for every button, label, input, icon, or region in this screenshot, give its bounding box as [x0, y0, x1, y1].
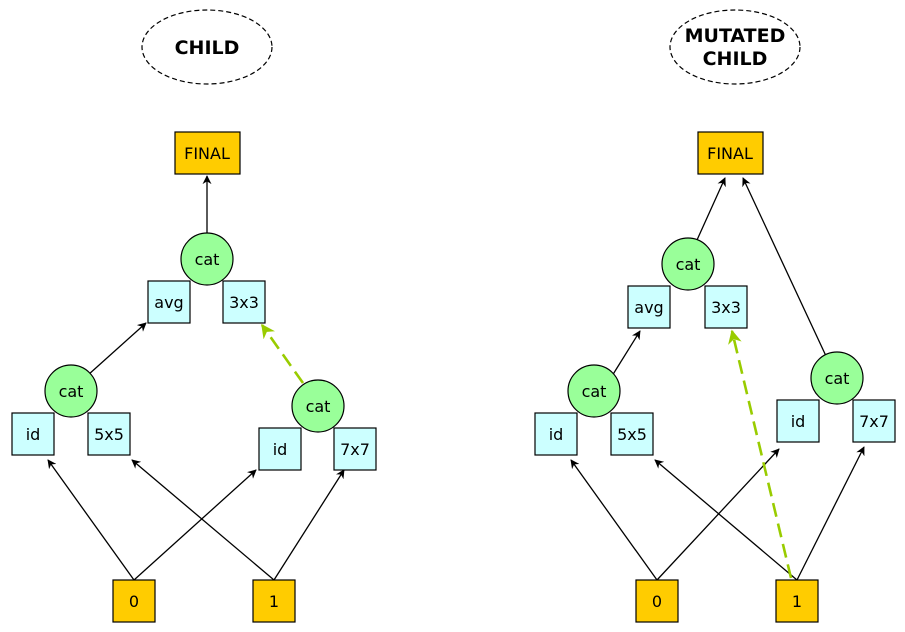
child-title: CHILD [175, 37, 240, 59]
cat-node-top [661, 237, 715, 291]
edge-input0-to-id [47, 459, 135, 581]
cat-node-left [567, 364, 621, 418]
op-5x5-label: 5x5 [617, 425, 647, 444]
op-avg [147, 280, 191, 324]
final-label: FINAL [184, 144, 230, 163]
op-id-right [776, 399, 820, 443]
op-id-right-label: id [791, 412, 806, 431]
cat-node-top-label: cat [676, 255, 701, 274]
input-node-0 [112, 579, 156, 623]
input-node-1 [252, 579, 296, 623]
edge-input1-to-5x5 [654, 459, 798, 581]
op-id [11, 412, 55, 456]
child-graph: CHILD FINAL avg 3x3 cat id 5x5 cat id 7x… [11, 9, 377, 623]
op-id-right-label: id [273, 440, 288, 459]
input-node-0-label: 0 [652, 592, 662, 611]
cat-node-right [291, 379, 345, 433]
edge-cat-to-avg [87, 322, 147, 376]
op-7x7-label: 7x7 [859, 412, 889, 431]
cat-node-left-label: cat [582, 382, 607, 401]
input-node-1-label: 1 [792, 592, 802, 611]
input-node-0 [635, 579, 679, 623]
mutated-title-line2: CHILD [703, 48, 768, 70]
op-3x3 [222, 280, 266, 324]
cat-node-left [44, 364, 98, 418]
input-node-1-label: 1 [269, 592, 279, 611]
op-7x7-label: 7x7 [340, 440, 370, 459]
op-3x3-label: 3x3 [229, 293, 259, 312]
edge-cat-to-avg [611, 330, 641, 377]
mutated-title-ellipse [669, 9, 801, 85]
op-avg [627, 285, 671, 329]
final-label: FINAL [707, 144, 753, 163]
op-5x5 [87, 412, 131, 456]
mutated-title-line1: MUTATED [685, 25, 786, 47]
op-5x5-label: 5x5 [94, 425, 124, 444]
mutated-child-graph: MUTATED CHILD FINAL avg 3x3 cat id 5x5 c… [534, 9, 896, 623]
edge-input1-to-7x7 [796, 446, 865, 581]
edge-cat-right-to-final [742, 177, 827, 357]
op-id-label: id [549, 425, 564, 444]
op-avg-label: avg [154, 293, 183, 312]
edge-input0-to-id [570, 459, 658, 581]
final-node [697, 131, 764, 175]
cat-node-top-label: cat [195, 250, 220, 269]
cat-node-left-label: cat [59, 382, 84, 401]
input-node-1 [775, 579, 819, 623]
edge-input1-to-5x5 [131, 459, 275, 581]
input-node-0-label: 0 [129, 592, 139, 611]
op-7x7 [852, 399, 896, 443]
edge-input0-to-id-right [133, 469, 257, 581]
cat-node-right-label: cat [825, 369, 850, 388]
cat-node-right [810, 351, 864, 405]
op-3x3 [704, 285, 748, 329]
op-7x7 [333, 427, 377, 471]
edge-input1-to-7x7 [273, 469, 345, 581]
op-avg-label: avg [634, 298, 663, 317]
child-title-ellipse [141, 9, 273, 85]
op-id-right [258, 427, 302, 471]
op-id [534, 412, 578, 456]
cat-node-top [180, 232, 234, 286]
edge-input0-to-id-right [656, 448, 780, 581]
op-id-label: id [26, 425, 41, 444]
final-node [174, 131, 241, 175]
edge-cat-to-3x3-highlight [260, 323, 305, 384]
op-3x3-label: 3x3 [711, 298, 741, 317]
edge-input1-to-3x3-highlight [728, 329, 793, 579]
edge-cat-to-final [696, 177, 726, 241]
op-5x5 [610, 412, 654, 456]
cat-node-right-label: cat [306, 397, 331, 416]
